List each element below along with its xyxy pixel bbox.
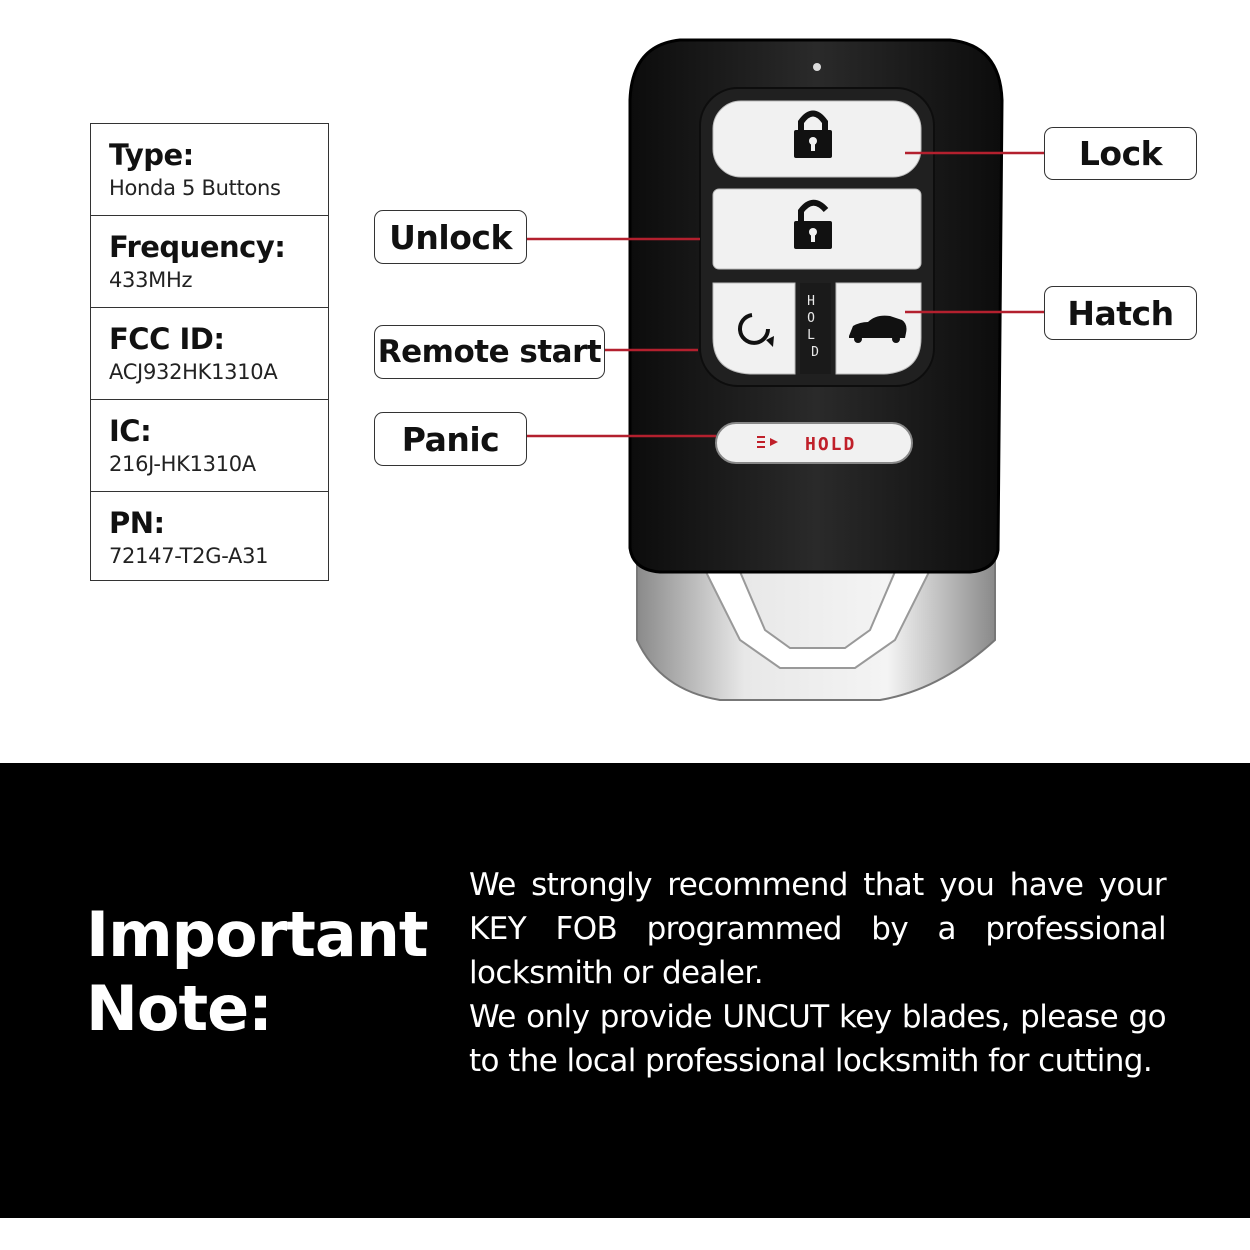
leader-lines xyxy=(527,151,1045,438)
trunk-car-icon xyxy=(849,315,907,338)
remote-start-button[interactable] xyxy=(712,282,796,375)
spec-value: ACJ932HK1310A xyxy=(109,360,278,384)
hold-vertical-label: H O L D xyxy=(807,294,823,360)
spec-row-type: Type: Honda 5 Buttons xyxy=(91,124,328,216)
spec-value: 433MHz xyxy=(109,268,193,292)
spec-row-frequency: Frequency: 433MHz xyxy=(91,216,328,308)
key-fob-illustration: H O L D HOLD xyxy=(527,38,1045,701)
spec-value: Honda 5 Buttons xyxy=(109,176,281,200)
spec-label: FCC ID: xyxy=(109,322,225,356)
spec-label: Type: xyxy=(109,138,194,172)
spec-value: 216J-HK1310A xyxy=(109,452,256,476)
spec-label: PN: xyxy=(109,506,165,540)
note-title: Important Note: xyxy=(86,898,428,1045)
unlock-icon xyxy=(794,199,832,249)
panic-hold-label: HOLD xyxy=(805,434,856,455)
callout-unlock: Unlock xyxy=(374,210,527,264)
panic-button[interactable] xyxy=(715,422,913,464)
remote-start-icon xyxy=(738,313,770,345)
note-paragraph-1: We strongly recommend that you have your… xyxy=(469,867,1167,991)
led-indicator-icon xyxy=(813,63,821,71)
note-text: We strongly recommend that you have your… xyxy=(469,863,1167,1083)
lock-icon xyxy=(794,110,832,158)
spec-row-pn: PN: 72147-T2G-A31 xyxy=(91,492,328,580)
spec-label: IC: xyxy=(109,414,152,448)
spec-label: Frequency: xyxy=(109,230,286,264)
callout-panic: Panic xyxy=(374,412,527,466)
spec-table: Type: Honda 5 Buttons Frequency: 433MHz … xyxy=(90,123,329,581)
spec-value: 72147-T2G-A31 xyxy=(109,544,269,568)
note-paragraph-2: We only provide UNCUT key blades, please… xyxy=(469,999,1167,1079)
hold-strip xyxy=(800,283,831,374)
important-note-band: Important Note: We strongly recommend th… xyxy=(0,763,1250,1218)
callout-lock: Lock xyxy=(1044,127,1197,180)
spec-row-ic: IC: 216J-HK1310A xyxy=(91,400,328,492)
callout-remote-start: Remote start xyxy=(374,325,605,379)
panic-horn-icon xyxy=(757,436,778,448)
callout-hatch: Hatch xyxy=(1044,286,1197,340)
spec-row-fcc-id: FCC ID: ACJ932HK1310A xyxy=(91,308,328,400)
